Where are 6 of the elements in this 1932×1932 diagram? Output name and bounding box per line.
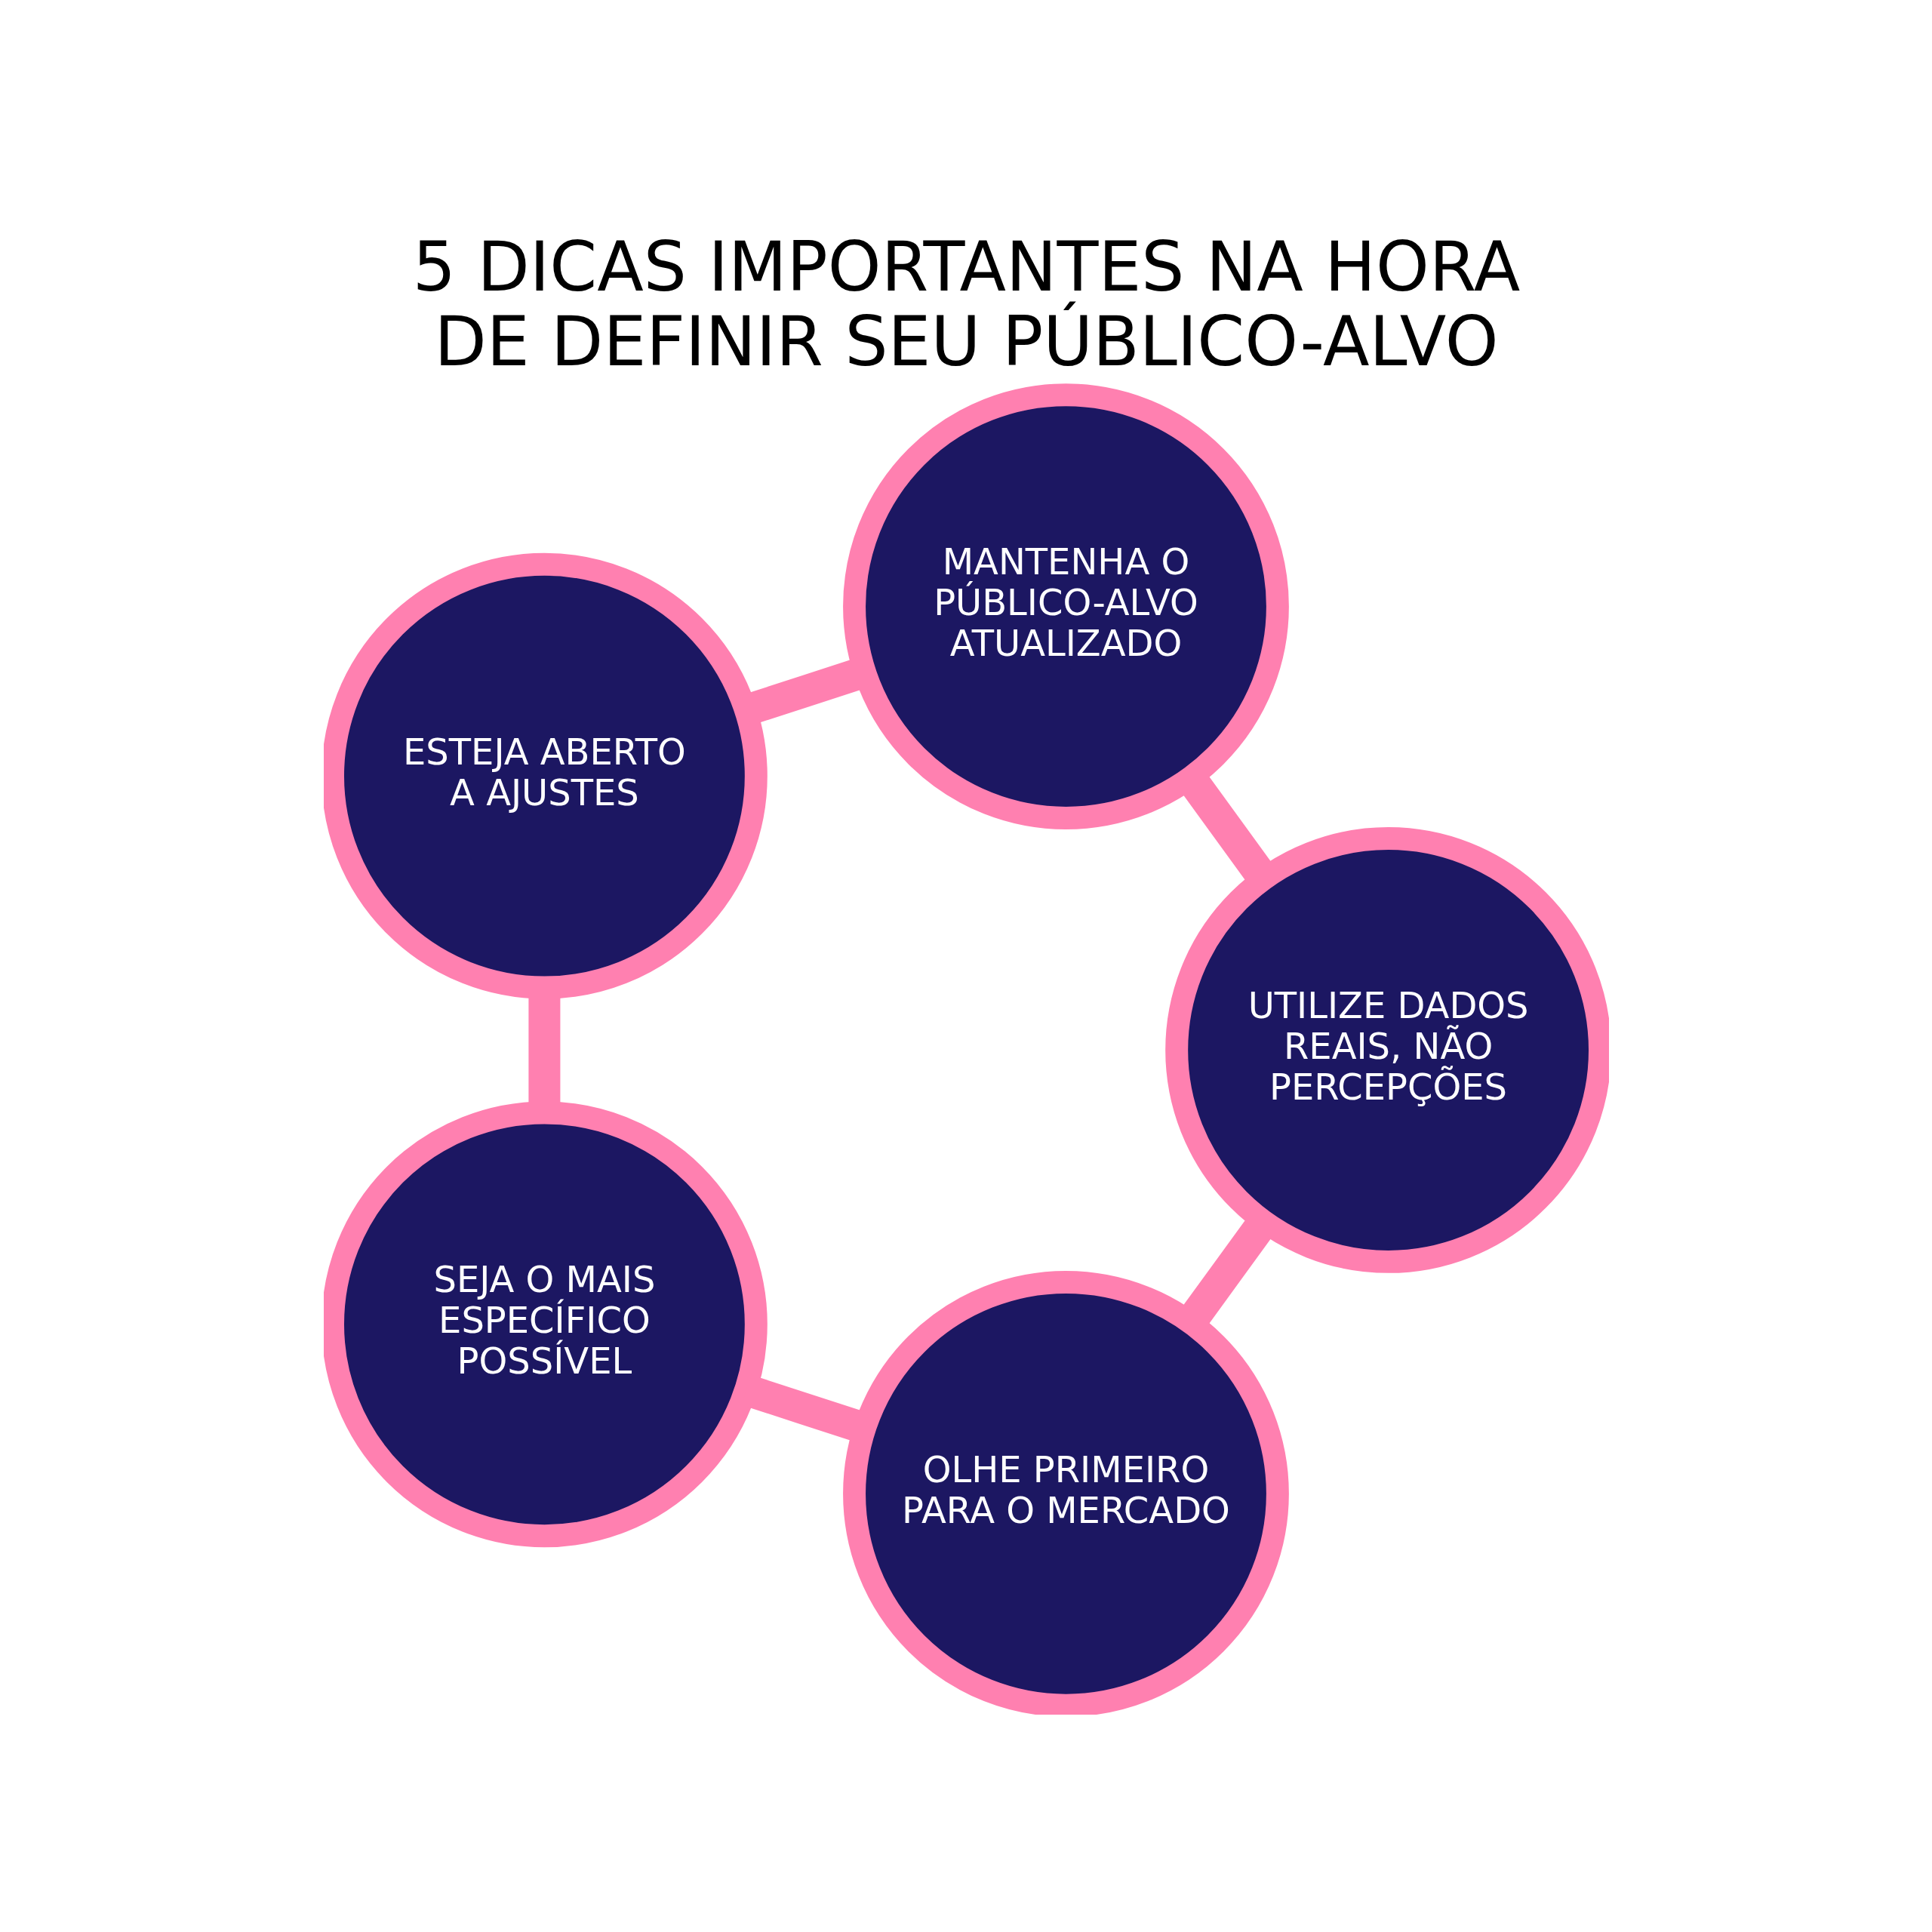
node-circle: ESTEJA ABERTO A AJUSTES bbox=[323, 552, 768, 999]
node-circle: OLHE PRIMEIRO PARA O MERCADO bbox=[842, 1270, 1289, 1715]
node-circle: SEJA O MAIS ESPECÍFICO POSSÍVEL bbox=[323, 1100, 768, 1547]
node-circle: UTILIZE DADOS REAIS, NÃO PERCEPÇÕES bbox=[1164, 826, 1609, 1273]
diagram-title: 5 DICAS IMPORTANTES NA HORA DE DEFINIR SEU PÚBLICO-ALVO bbox=[412, 226, 1520, 381]
node-circle: MANTENHA O PÚBLICO-ALVO ATUALIZADO bbox=[842, 383, 1289, 829]
